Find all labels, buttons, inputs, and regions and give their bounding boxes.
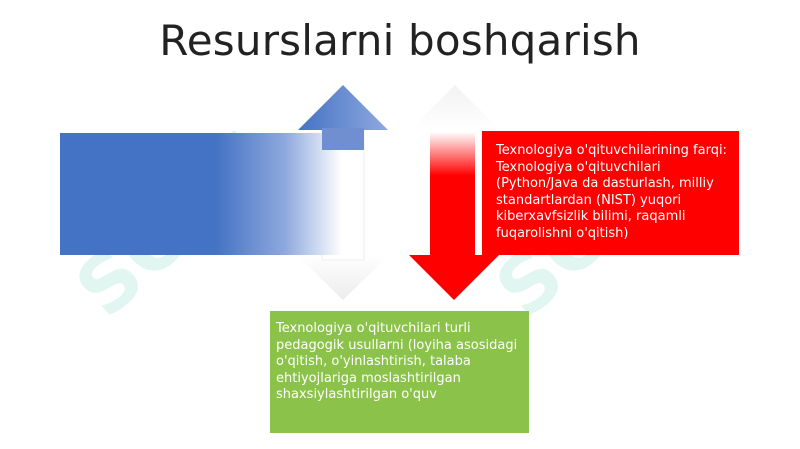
blue-up-arrowhead [298, 85, 388, 130]
green-text-box: Texnologiya o'qituvchilari turli pedagog… [276, 321, 518, 402]
slide-title: Resurslarni boshqarish [159, 16, 641, 65]
green-box-bg [270, 311, 529, 433]
red-text-box: Texnologiya o'qituvchilarining farqi: Te… [496, 143, 727, 241]
red-down-arrowhead [409, 255, 499, 300]
blue-up-shaft [322, 128, 364, 150]
faded-up-arrowhead [410, 85, 500, 130]
blue-box [60, 133, 342, 255]
red-down-shaft [430, 132, 475, 257]
faded-down-arrowhead [297, 255, 389, 300]
red-box-bg [482, 131, 739, 255]
